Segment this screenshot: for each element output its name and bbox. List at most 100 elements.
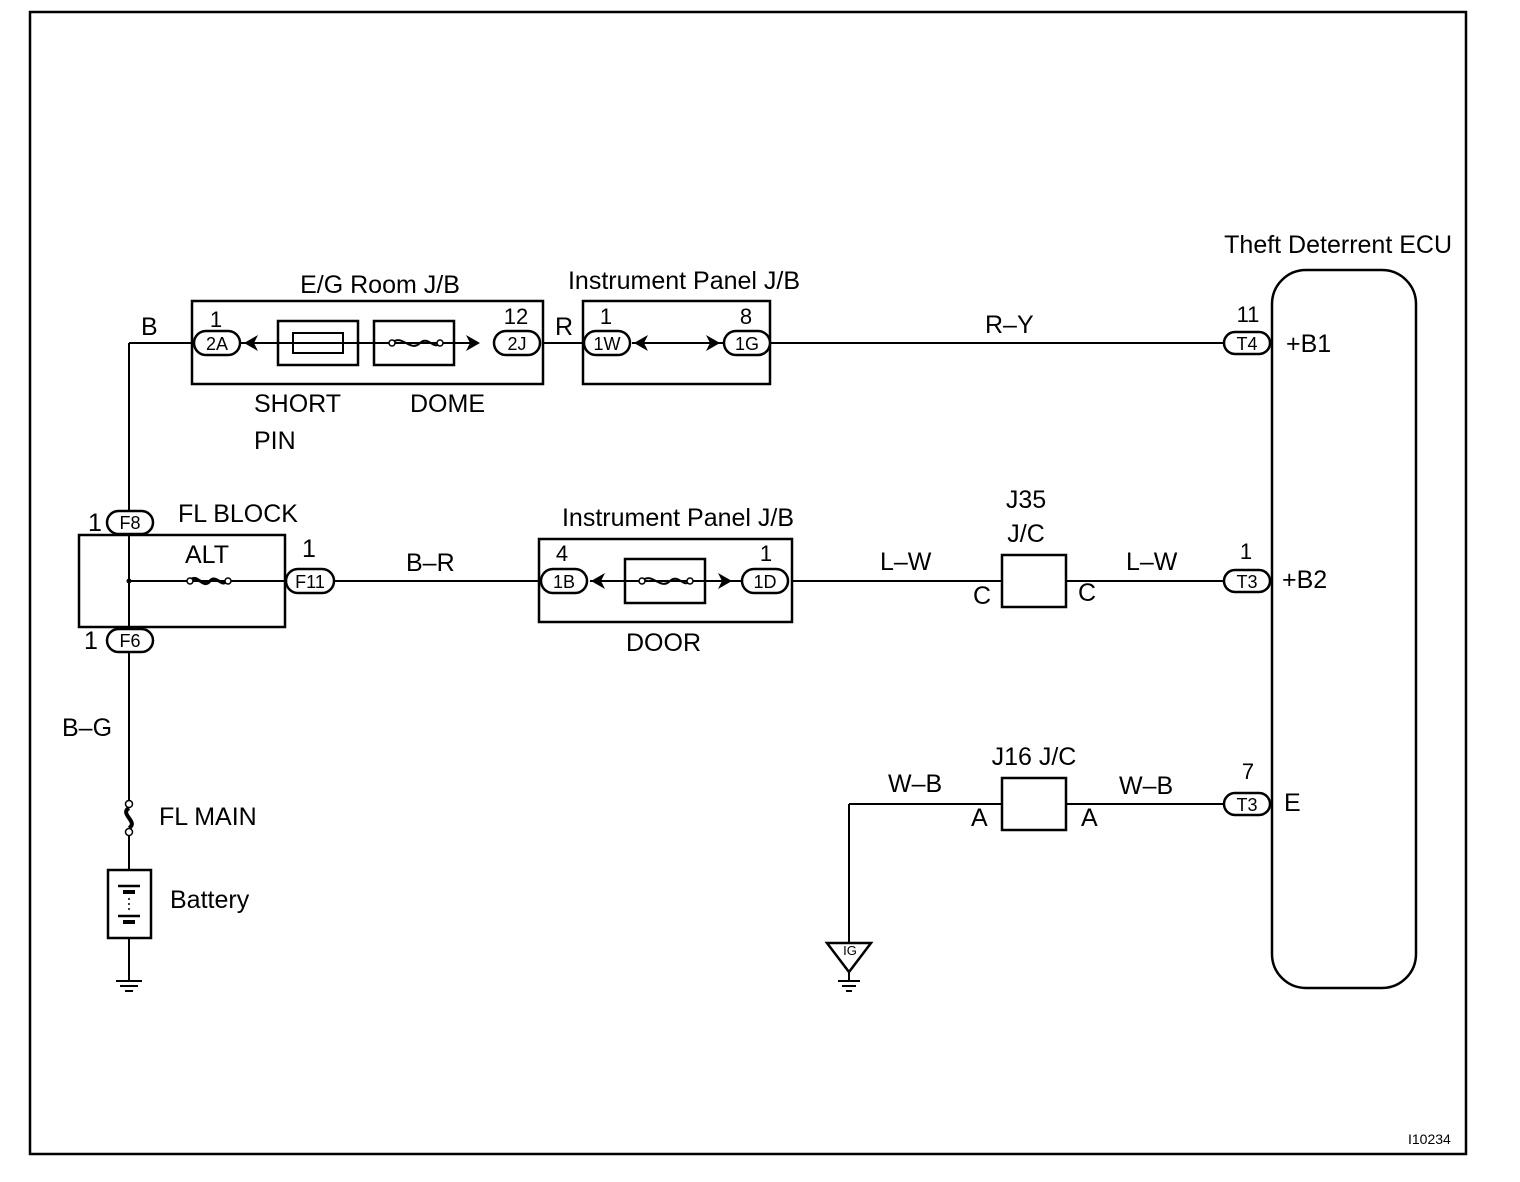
ground-ig: IG [824,941,874,992]
ip-jb-mid-title: Instrument Panel J/B [562,504,794,532]
battery-label: Battery [170,886,250,914]
ip-jb-mid-box [537,537,794,624]
conn-1b-label: 1B [553,572,575,592]
junction-dot [126,578,132,584]
conn-1d [740,567,790,595]
alt-fuse-label: ALT [185,541,229,569]
fuse-terminal [638,577,646,585]
ip-jb-top-pin-left: 1 [600,304,612,329]
conn-f6 [105,627,155,654]
conn-f8 [105,509,155,536]
conn-f11 [284,567,336,595]
wire-label-r: R [555,313,573,341]
fuse-terminal [436,339,444,347]
conn-1d-label: 1D [753,572,776,592]
j35-left-pin: C [973,582,991,610]
terminal-arrow-icon [591,573,605,589]
fuse-terminal [686,577,694,585]
j16-left-pin: A [971,804,988,832]
terminal-arrow-icon [718,573,732,589]
ecu-pin-b1: 11 [1237,302,1260,327]
eg-room-jb-box [190,299,545,386]
short-pin-icon [292,332,344,354]
battery: Battery [106,868,250,992]
fuse-terminal [388,339,396,347]
ecu-pin-e: 7 [1242,759,1254,784]
fl-block: FL BLOCK 1 F8 ALT 1 F11 1 F6 [77,500,336,655]
wire-label-r-y: R–Y [985,311,1034,339]
fl-block-title: FL BLOCK [178,500,298,528]
ecu-pin-b2: 1 [1240,539,1252,564]
j35-title-2: J/C [1007,520,1045,548]
conn-1g [722,329,772,357]
short-pin-box [276,319,360,367]
wire-label-b-g: B–G [62,714,112,742]
terminal-arrow-icon [466,335,480,351]
ip-jb-top-pin-right: 8 [740,304,752,329]
ip-jb-top: Instrument Panel J/B 1 1W 8 1G [568,267,800,386]
fusible-link-icon [188,576,228,586]
fl-block-bottom-pin: 1 [84,627,98,655]
ecu-terminal-b2: +B2 [1282,566,1327,594]
fl-main: FL MAIN [124,799,257,837]
wire-label-w-b-2: W–B [1119,772,1173,800]
ground-triangle-icon [824,941,874,975]
conn-t3-b2-label: T3 [1236,572,1257,592]
ecu-terminal-e: E [1284,789,1301,817]
ecu-box [1270,268,1418,990]
fl-block-out-pin: 1 [302,535,316,563]
ground-label: IG [843,943,857,958]
dome-fuse-label: DOME [410,390,485,418]
dome-fuse-box [372,319,456,367]
wire-label-l-w-1: L–W [880,548,932,576]
short-pin-label-1: SHORT [254,390,341,418]
door-fuse-box [623,557,707,605]
conn-f6-label: F6 [119,631,140,651]
conn-2j-label: 2J [507,334,526,354]
j16-box [1000,776,1068,832]
j16-right-pin: A [1081,804,1098,832]
conn-2j [492,329,542,357]
theft-deterrent-ecu: Theft Deterrent ECU 11 T4 +B1 1 T3 +B2 7… [1222,231,1452,990]
ecu-terminal-b1: +B1 [1286,330,1331,358]
conn-2a [192,329,242,357]
wires [128,342,1224,980]
j35-title-1: J35 [1006,486,1046,514]
eg-room-jb: E/G Room J/B 1 2A 12 2J SHORT PIN DOME [190,271,545,455]
short-pin-label-2: PIN [254,427,296,455]
eg-room-jb-title: E/G Room J/B [300,271,460,299]
ip-jb-top-title: Instrument Panel J/B [568,267,800,295]
wire-labels: B R R–Y B–R L–W L–W B–G W–B W–B [62,311,1178,800]
wire-label-b: B [141,313,158,341]
ip-jb-mid-pin-left: 4 [556,541,568,566]
j16-title: J16 J/C [992,743,1077,771]
fuse-icon [641,577,691,585]
j35-junction-connector: J35 J/C C C [973,486,1096,610]
conn-t3-b2 [1222,568,1272,594]
conn-t3-e-label: T3 [1236,795,1257,815]
fuse-icon [391,339,441,347]
terminal-arrow-icon [706,335,720,351]
eg-room-pin-right: 12 [504,304,528,329]
ip-jb-mid: Instrument Panel J/B 4 1B 1 1D DOOR [537,504,794,657]
conn-1g-label: 1G [735,334,759,354]
eg-room-pin-left: 1 [210,307,222,332]
conn-f11-label: F11 [295,572,325,592]
conn-1w-label: 1W [594,334,621,354]
fusible-link-icon [124,806,134,830]
j35-right-pin: C [1078,579,1096,607]
fuse-terminal [124,799,134,809]
ip-jb-mid-pin-right: 1 [760,541,772,566]
conn-1b [539,567,589,595]
diagram-frame [28,10,1468,1156]
conn-1w [582,329,632,357]
fl-main-label: FL MAIN [159,803,257,831]
battery-box [106,868,153,940]
ecu-title: Theft Deterrent ECU [1224,231,1452,259]
door-fuse-label: DOOR [626,629,701,657]
fuse-terminal [124,827,134,837]
j35-box [1000,553,1068,609]
conn-t3-e [1222,791,1272,817]
conn-t4 [1222,330,1272,356]
